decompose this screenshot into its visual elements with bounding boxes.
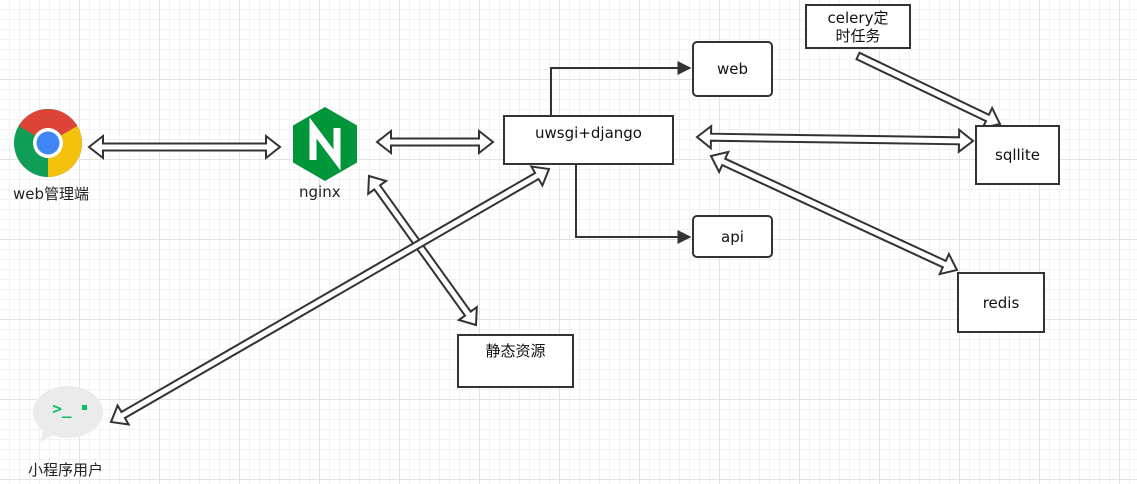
edge-celery-sqlite xyxy=(855,51,1002,130)
redis-label: redis xyxy=(982,293,1020,312)
web-label: web xyxy=(716,60,749,78)
browser-label: web管理端 xyxy=(13,185,90,203)
api-label: api xyxy=(721,227,744,246)
edge-nginx-static xyxy=(367,174,478,327)
edge-nginx-uwsgi xyxy=(375,128,495,156)
static-resources-label: 静态资源 xyxy=(485,342,546,360)
sqlite-label: sqllite xyxy=(995,146,1040,164)
api-box[interactable]: api xyxy=(692,215,773,258)
uwsgi-django-box[interactable]: uwsgi+django xyxy=(503,115,674,165)
celery-label-line1: celery定 xyxy=(827,8,889,27)
edge-browser-nginx xyxy=(87,133,282,161)
static-resources-box[interactable]: 静态资源 xyxy=(457,334,574,388)
celery-label-line2: 时任务 xyxy=(835,26,881,45)
edge-uwsgi-web xyxy=(550,61,692,115)
redis-box[interactable]: redis xyxy=(957,272,1045,333)
terminal-chat-icon: >_ xyxy=(33,386,103,442)
uwsgi-django-label: uwsgi+django xyxy=(535,124,642,142)
edge-uwsgi-miniapp xyxy=(109,165,551,426)
sqlite-box[interactable]: sqllite xyxy=(975,125,1060,185)
web-box[interactable]: web xyxy=(692,41,773,97)
celery-box[interactable]: celery定 时任务 xyxy=(805,4,911,49)
chrome-icon xyxy=(14,109,82,177)
edge-uwsgi-sqlite xyxy=(695,124,975,154)
edge-uwsgi-api xyxy=(575,165,692,244)
nginx-icon xyxy=(293,107,357,181)
miniapp-label: 小程序用户 xyxy=(28,461,104,479)
edge-uwsgi-redis xyxy=(709,150,959,276)
svg-text:>_: >_ xyxy=(52,399,72,418)
nginx-label: nginx xyxy=(299,183,341,201)
